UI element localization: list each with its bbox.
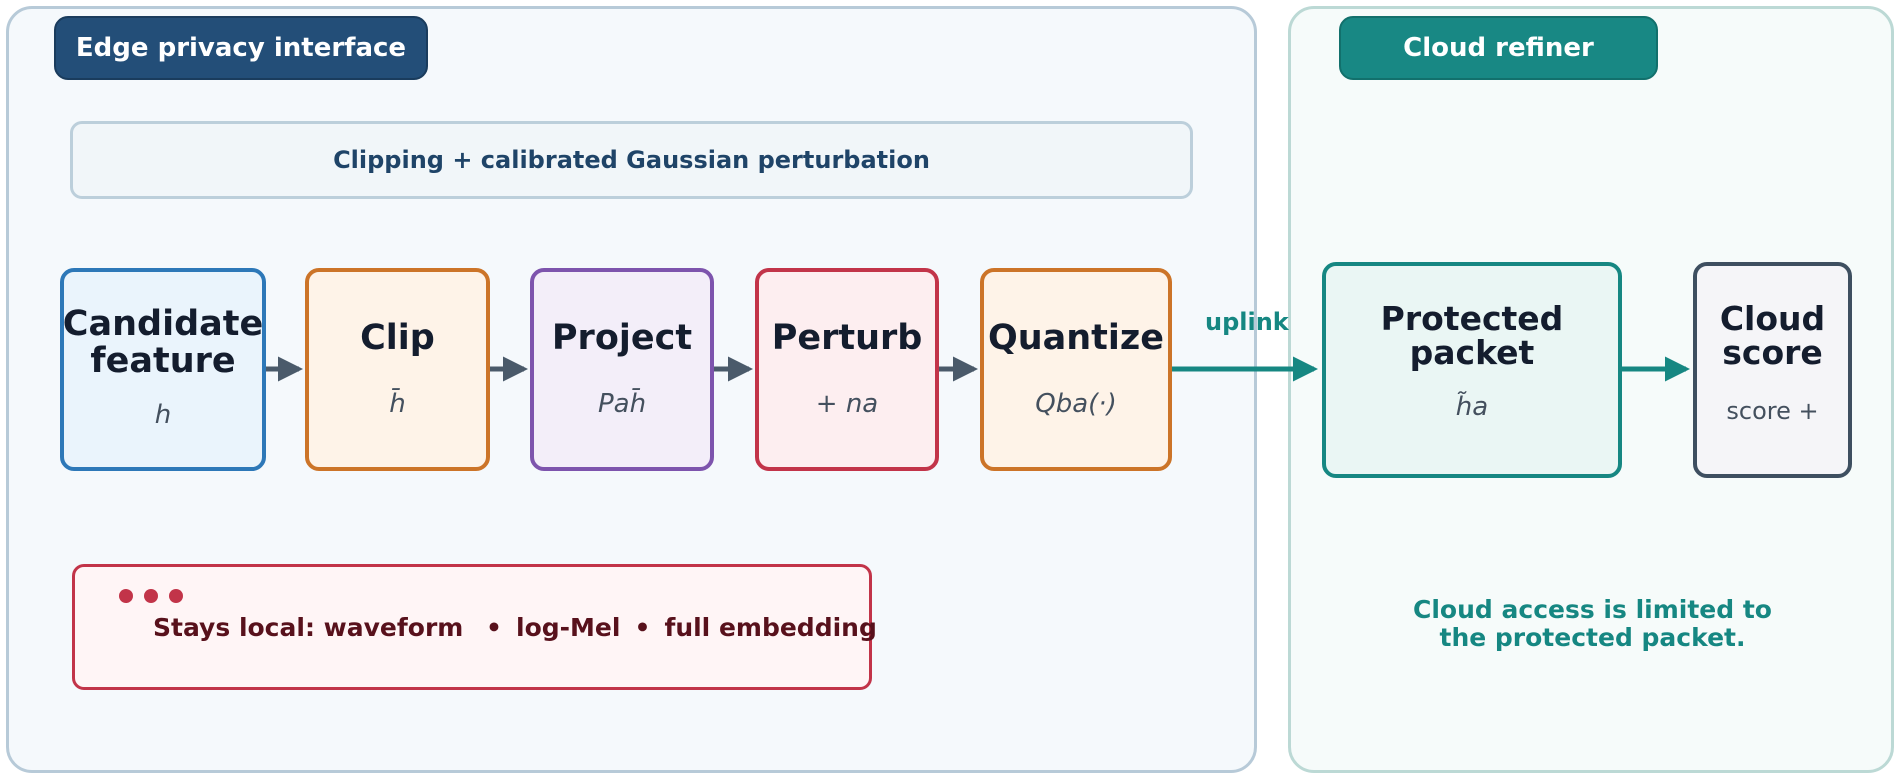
quantize-node: Quantize Qba(·)	[980, 268, 1172, 471]
protected-packet-symbol: h̃a	[1455, 392, 1489, 422]
separator-dot: •	[486, 613, 503, 642]
dot	[144, 589, 158, 603]
project-node: Project Pah̄	[530, 268, 714, 471]
stays-local-box: Stays local: waveform • log-Mel • full embe…	[72, 564, 877, 690]
dot	[169, 589, 183, 603]
cloud-score-title: Cloud score	[1719, 299, 1826, 372]
dot	[119, 589, 133, 603]
candidate-feature-node: Candidate feature h	[60, 268, 266, 471]
quantize-title: Quantize	[987, 318, 1165, 358]
stays-local-prefix: Stays local:	[153, 613, 315, 642]
cloud-score-symbol: score +	[1726, 397, 1819, 425]
cloud-score-node: Cloud score score +	[1693, 262, 1852, 478]
project-title: Project	[551, 318, 693, 358]
quantize-symbol: Qba(·)	[1035, 389, 1117, 419]
clip-title: Clip	[360, 318, 435, 358]
perturb-title: Perturb	[771, 318, 923, 358]
perturbation-banner: Clipping + calibrated Gaussian perturbat…	[70, 121, 1193, 199]
edge-panel-title: Edge privacy interface	[54, 16, 428, 80]
clip-symbol: h̄	[389, 389, 406, 419]
local-item-embedding: full embedding	[664, 613, 877, 642]
cloud-access-note: Cloud access is limited to the protected…	[1413, 595, 1772, 652]
local-item-logmel: log-Mel	[516, 613, 621, 642]
local-item-waveform: waveform	[323, 613, 464, 642]
stays-local-text: Stays local: waveform • log-Mel • full embe…	[153, 613, 877, 642]
window-dots	[119, 589, 183, 603]
candidate-feature-title: Candidate feature	[62, 304, 264, 381]
perturb-node: Perturb + na	[755, 268, 939, 471]
project-symbol: Pah̄	[597, 389, 647, 419]
candidate-feature-symbol: h	[154, 400, 172, 430]
uplink-label: uplink	[1205, 308, 1289, 336]
clip-node: Clip h̄	[305, 268, 490, 471]
separator-dot: •	[634, 613, 651, 642]
protected-packet-node: Protected packet h̃a	[1322, 262, 1622, 478]
perturb-symbol: + na	[815, 389, 879, 419]
cloud-panel-title: Cloud refiner	[1339, 16, 1658, 80]
protected-packet-title: Protected packet	[1380, 299, 1564, 372]
